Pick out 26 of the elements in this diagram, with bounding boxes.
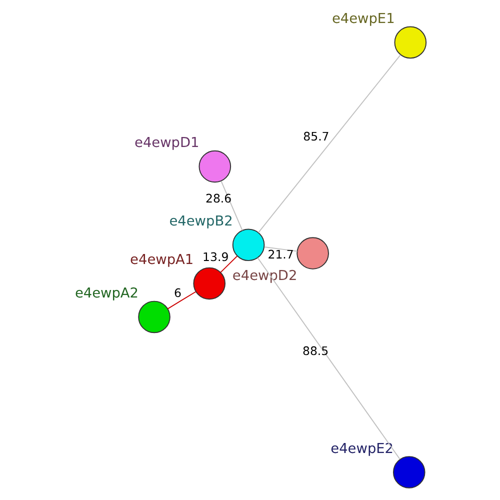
edge-label: 21.7	[267, 247, 294, 262]
edge-label: 88.5	[302, 344, 328, 358]
connector	[166, 291, 196, 310]
node-circle	[296, 237, 328, 270]
node-label: e4ewpA1	[130, 252, 194, 268]
edge-label: 6	[174, 286, 182, 300]
edge-label: 85.7	[302, 129, 329, 144]
connector	[256, 257, 400, 460]
node-circle	[232, 228, 264, 262]
node-circle	[138, 300, 170, 334]
node-label: e4ewpD1	[134, 135, 199, 152]
node-label: e4ewpE2	[330, 440, 394, 457]
node-circle	[198, 150, 231, 183]
connector	[263, 246, 298, 252]
node-label: e4ewpE1	[331, 11, 394, 28]
connector	[257, 54, 400, 234]
node-label: e4ewpD2	[232, 268, 297, 284]
node-label: e4ewpA2	[74, 286, 138, 302]
node-label: e4ewpB2	[168, 214, 232, 230]
node-circle	[394, 26, 426, 59]
node-circle	[392, 456, 425, 488]
edge-label: 13.9	[202, 250, 228, 264]
connector	[220, 180, 242, 231]
edge-label: 28.6	[204, 192, 232, 206]
connector	[220, 256, 237, 273]
node-circle	[192, 267, 226, 300]
